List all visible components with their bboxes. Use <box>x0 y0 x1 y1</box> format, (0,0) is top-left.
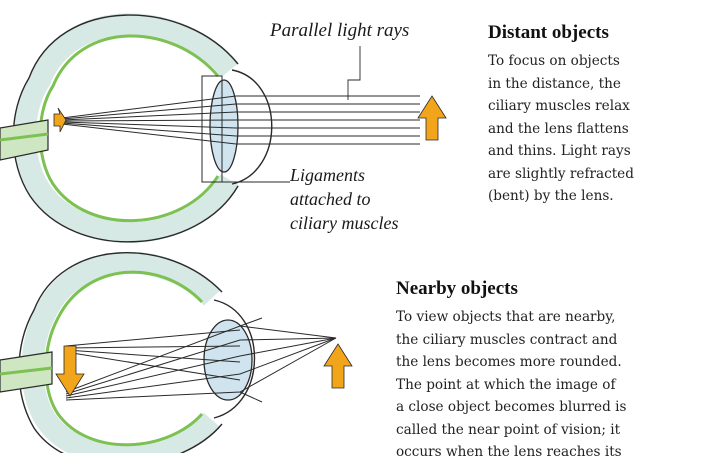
desc-nearby-line: called the near point of vision; it <box>396 421 621 438</box>
heading-distant: Distant objects <box>488 22 609 43</box>
image-arrow-bottom <box>55 345 85 397</box>
label-ligaments: Ligaments attached to ciliary muscles <box>290 163 398 235</box>
optic-nerve-top <box>0 119 49 161</box>
leader-parallel <box>347 46 361 100</box>
cornea-top <box>231 69 273 185</box>
desc-distant-line: in the distance, the <box>488 75 621 92</box>
desc-nearby-line: occurs when the lens reaches its <box>396 444 622 460</box>
object-arrow-bottom <box>323 343 353 389</box>
ligaments-line-2: attached to <box>290 189 371 209</box>
heading-nearby: Nearby objects <box>396 278 518 299</box>
desc-nearby: To view objects that are nearby, the cil… <box>396 306 626 464</box>
rays-nearby <box>65 317 337 403</box>
desc-distant-line: are slightly refracted <box>488 165 634 182</box>
eye-nearby <box>0 251 353 453</box>
desc-distant-line: To focus on objects <box>488 53 620 69</box>
desc-distant-line: ciliary muscles relax <box>488 98 630 114</box>
ligaments-line-1: Ligaments <box>290 165 366 185</box>
ligaments-line-3: ciliary muscles <box>290 213 399 233</box>
eye-diagram <box>0 13 447 453</box>
desc-nearby-line: The point at which the image of <box>396 376 616 393</box>
lens-flat <box>209 79 239 173</box>
desc-nearby-line: a close object becomes blurred is <box>396 399 627 415</box>
eye-distant <box>0 13 447 244</box>
cornea-bottom <box>213 299 256 419</box>
image-arrow-top <box>53 107 67 133</box>
desc-distant-line: and thins. Light rays <box>488 143 631 159</box>
desc-distant-line: (bent) by the lens. <box>488 188 614 204</box>
rays-distant <box>61 95 420 145</box>
label-parallel-rays: Parallel light rays <box>270 20 410 41</box>
object-arrow-top <box>417 95 447 141</box>
desc-distant: To focus on objects in the distance, the… <box>488 50 634 208</box>
desc-distant-line: and the lens flattens <box>488 120 629 137</box>
desc-nearby-line: To view objects that are nearby, <box>396 309 616 325</box>
ligament-frame-top <box>201 75 223 183</box>
desc-nearby-line: the ciliary muscles contract and <box>396 331 618 348</box>
desc-nearby-line: the lens becomes more rounded. <box>396 354 622 370</box>
